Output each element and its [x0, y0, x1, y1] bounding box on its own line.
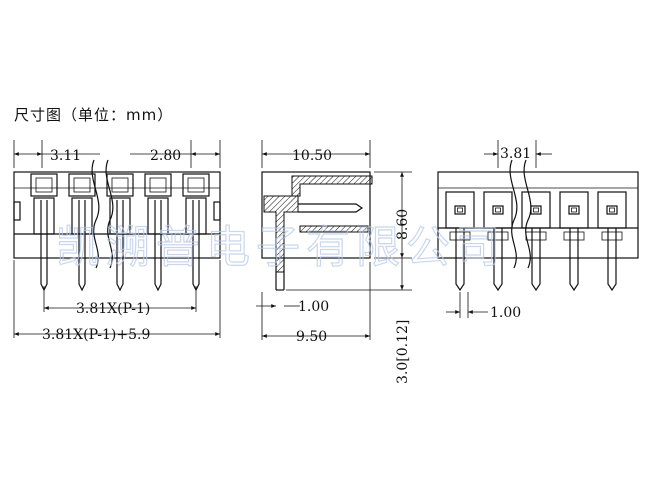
- back-pin-5: [597, 191, 627, 292]
- company-watermark: 凯溯普电子有限公司: [56, 222, 506, 273]
- back-pin-2: [483, 191, 513, 292]
- back-pin-3: [521, 191, 551, 292]
- side-contact-pin: [298, 203, 364, 213]
- side-housing: [261, 171, 371, 259]
- front-pin-1: [30, 173, 58, 292]
- back-housing: [437, 171, 639, 259]
- front-view: 3.11 2.80 3.81X(P-1) 3.81X(P-1)+5.9: [13, 140, 221, 343]
- back-dim-pitch: 3.81: [500, 146, 531, 162]
- front-pin-5: [182, 173, 210, 292]
- front-pins: [30, 173, 210, 292]
- front-left-latch: [13, 201, 21, 221]
- front-right-latch: [213, 201, 221, 221]
- side-bottom-rib: [299, 225, 369, 233]
- back-view: 3.81 1.00: [437, 140, 639, 321]
- back-dim-pin: 1.00: [490, 305, 521, 321]
- back-pin-4: [559, 191, 589, 292]
- front-break-line-a: [91, 159, 100, 269]
- side-top-wall: [291, 175, 373, 197]
- front-dim-total: 3.81X(P-1)+5.9: [42, 327, 150, 343]
- side-view: 10.50 8.60 3.0[0.12] 1.00 9.50: [256, 140, 412, 384]
- back-break-line-b: [523, 159, 532, 269]
- side-dim-top: 10.50: [292, 148, 332, 164]
- side-dim-pin-length: 3.0[0.12]: [395, 320, 411, 384]
- front-pin-4: [144, 173, 172, 292]
- side-dim-pin: 1.00: [298, 299, 329, 315]
- front-pin-2: [68, 173, 96, 292]
- front-dim-top-right: 2.80: [150, 148, 181, 164]
- back-pins: [445, 191, 627, 292]
- front-dim-pitch: 3.81X(P-1): [76, 301, 150, 317]
- front-pin-3: [106, 173, 134, 292]
- dimension-drawing-title: 尺寸图（单位：mm）: [14, 106, 174, 124]
- front-dim-top-left: 3.11: [50, 148, 81, 164]
- side-dim-bottom: 9.50: [296, 329, 327, 345]
- side-dim-height: 8.60: [395, 209, 411, 240]
- back-pin-1: [445, 191, 475, 292]
- back-break-line-a: [509, 159, 518, 269]
